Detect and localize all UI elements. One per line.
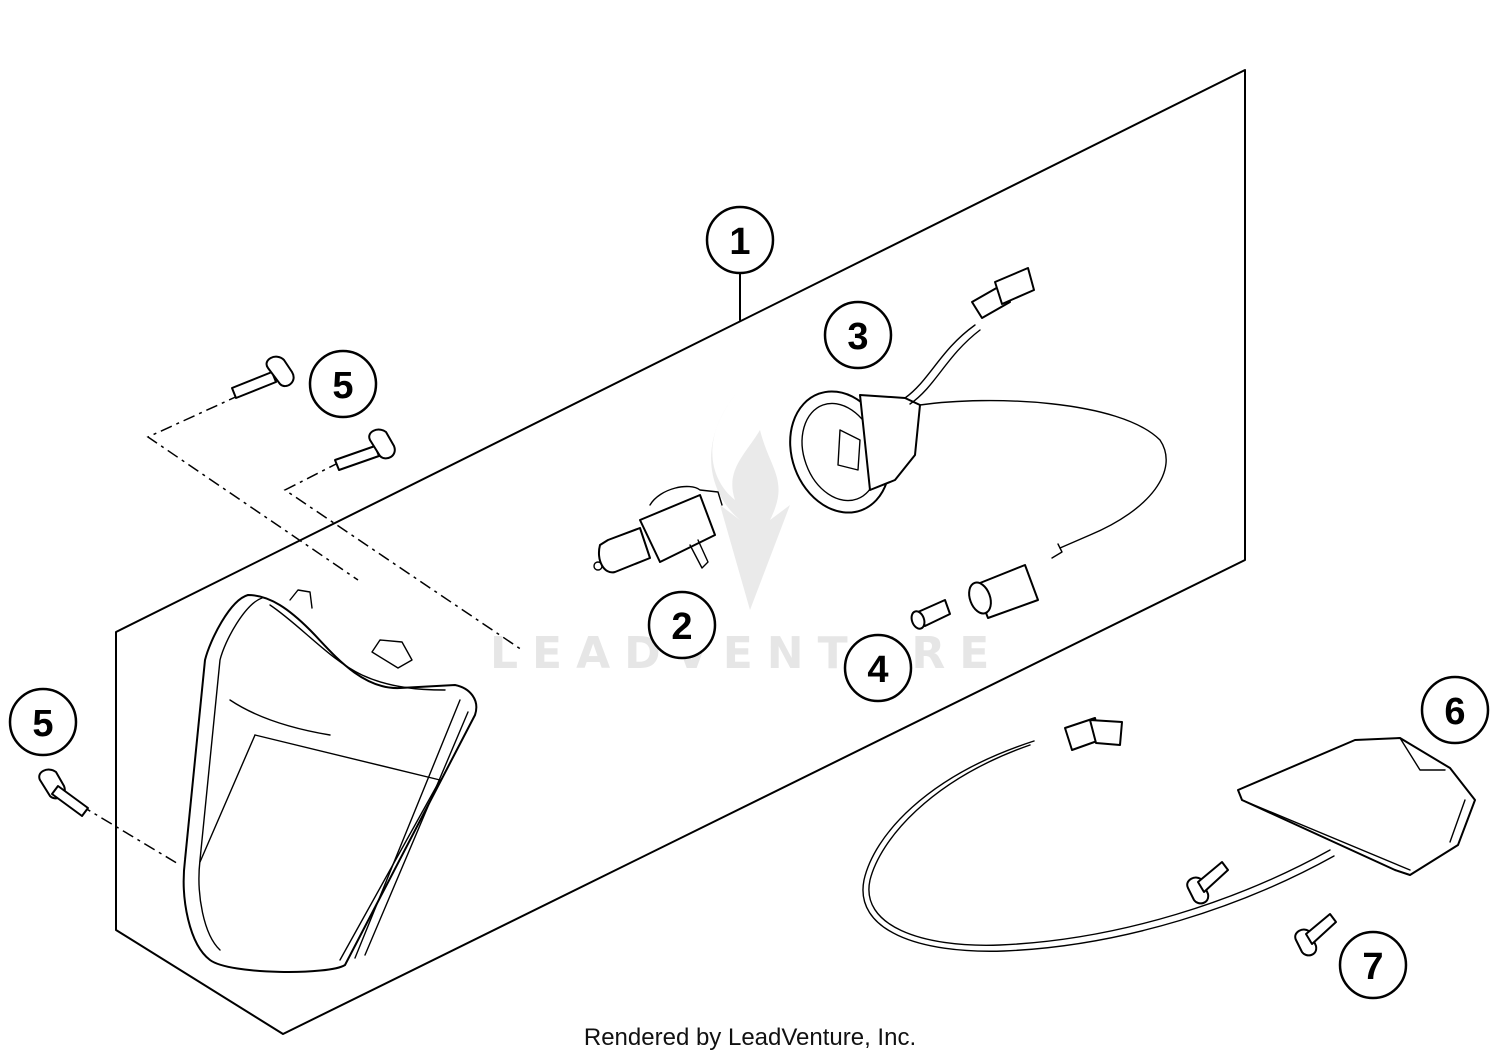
screw-top-1 (231, 355, 295, 399)
callout-2-label: 2 (671, 606, 692, 648)
headlight-bulb (593, 485, 723, 574)
headlight-housing (182, 589, 478, 973)
callout-7-label: 7 (1362, 946, 1383, 988)
lamp-screw-2 (1294, 913, 1337, 957)
assembly-outline (115, 69, 1246, 1035)
number-plate-lamp (862, 717, 1476, 952)
lamp-screw-1 (1186, 861, 1229, 905)
watermark: LEADVENTURE (490, 395, 1003, 679)
callout-6-label: 6 (1444, 691, 1465, 733)
callout-1: 1 (705, 205, 775, 275)
callout-5-left: 5 (8, 687, 78, 757)
callout-5-left-label: 5 (32, 703, 53, 745)
screw-top-2 (334, 428, 396, 471)
callout-4: 4 (843, 633, 913, 703)
callout-2: 2 (647, 590, 717, 660)
callout-4-label: 4 (867, 649, 888, 691)
callout-6: 6 (1420, 675, 1490, 745)
callout-1-label: 1 (729, 221, 750, 263)
leader-lines (79, 394, 523, 866)
watermark-logo-icon (711, 395, 790, 610)
callout-5-top: 5 (308, 349, 378, 419)
callout-3-label: 3 (847, 316, 868, 358)
callout-7: 7 (1338, 930, 1408, 1000)
bulb-socket (789, 267, 1167, 559)
parking-bulb (910, 564, 1039, 630)
watermark-text: LEADVENTURE (490, 628, 1003, 679)
footer-credit: Rendered by LeadVenture, Inc. (583, 1024, 917, 1051)
callout-3: 3 (823, 300, 893, 370)
callout-5-top-label: 5 (332, 365, 353, 407)
screw-left (38, 768, 89, 817)
